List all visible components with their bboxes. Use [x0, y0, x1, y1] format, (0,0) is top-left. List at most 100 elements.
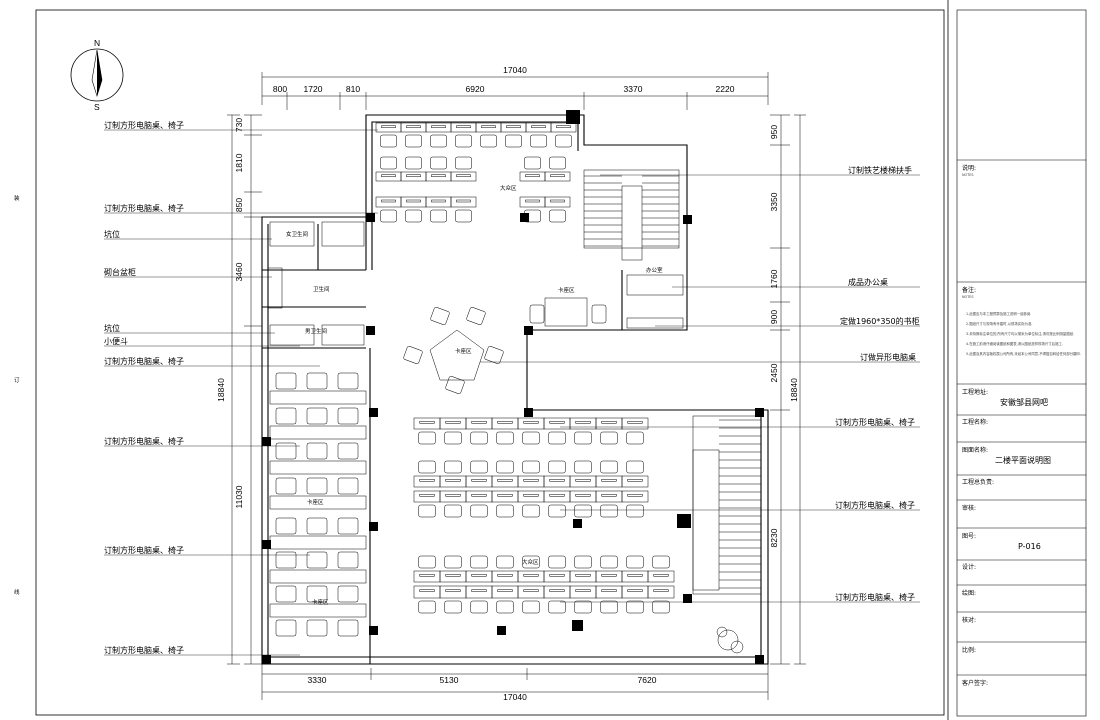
- monitor: [419, 494, 435, 497]
- monitor: [627, 589, 643, 592]
- right-leader-lines: [480, 174, 920, 603]
- monitor: [627, 421, 643, 424]
- chair: [405, 209, 422, 223]
- chair: [403, 345, 423, 365]
- room-mens-wc: 男卫生间: [305, 327, 327, 335]
- chair: [555, 134, 572, 148]
- monitor: [445, 589, 461, 592]
- chair: [444, 431, 462, 445]
- computer-desk: [269, 603, 367, 618]
- chair: [496, 504, 514, 518]
- computer-desk: [621, 490, 649, 503]
- chair: [430, 134, 447, 148]
- design-label: 设计:: [962, 563, 976, 571]
- chair: [470, 600, 488, 614]
- monitor: [549, 574, 565, 577]
- staircase: [583, 169, 680, 261]
- monitor: [627, 479, 643, 482]
- room-booth-center: 卡座区: [455, 347, 472, 355]
- title-block-text: 说明: NOTES 备注: NOTES 1.此图应与本工程预算及施工说明一起参阅…: [962, 164, 1081, 687]
- computer-desk: [595, 585, 623, 599]
- monitor: [549, 494, 565, 497]
- monitor: [471, 479, 487, 482]
- computer-desk: [647, 570, 675, 583]
- monitor: [419, 574, 435, 577]
- chair: [337, 517, 359, 535]
- remarks-title: 备注:: [962, 286, 976, 294]
- draw-label: 绘图:: [962, 589, 976, 597]
- dim-top-6: 2220: [716, 84, 735, 94]
- dim-top-3: 810: [346, 84, 360, 94]
- chair: [496, 460, 514, 474]
- monitor: [497, 589, 513, 592]
- room-booth-mid: 卡座区: [558, 286, 575, 294]
- monitor: [431, 174, 446, 177]
- chair: [418, 460, 436, 474]
- monitor: [550, 174, 565, 177]
- chair: [496, 555, 514, 569]
- remark-line-1: 1.此图应与本工程预算及施工说明一起参阅.: [966, 311, 1031, 316]
- chair: [600, 555, 618, 569]
- chair: [496, 600, 514, 614]
- remarks-sub: NOTES: [962, 295, 974, 299]
- chair: [418, 555, 436, 569]
- dim-left-1: 730: [234, 118, 244, 132]
- dim-right-6: 8230: [769, 528, 779, 547]
- project-name-label: 工程名称:: [962, 418, 988, 426]
- dim-top-4: 6920: [466, 84, 485, 94]
- left-label-9: 订制方形电脑桌、椅子: [104, 545, 184, 555]
- binding-mark-1: 装: [14, 194, 20, 202]
- chair: [652, 600, 670, 614]
- computer-desk: [450, 171, 477, 182]
- computer-desk: [269, 460, 367, 475]
- chair: [522, 431, 540, 445]
- chair: [600, 460, 618, 474]
- chair: [380, 156, 397, 170]
- monitor: [481, 125, 496, 128]
- computer-desk: [569, 585, 597, 599]
- dim-top-total: 17040: [503, 65, 527, 75]
- chair: [275, 551, 297, 569]
- staircase-2: [692, 415, 762, 595]
- chair: [600, 504, 618, 518]
- monitor: [575, 494, 591, 497]
- chair: [445, 375, 465, 395]
- review-label: 审核:: [962, 504, 976, 512]
- dim-right-4: 900: [769, 310, 779, 324]
- title-block: [956, 9, 1087, 717]
- monitor: [406, 174, 421, 177]
- notes-title: 说明:: [962, 164, 976, 172]
- monitor: [381, 174, 396, 177]
- chair: [574, 600, 592, 614]
- monitor: [419, 589, 435, 592]
- computer-desk: [544, 196, 571, 208]
- chair: [505, 134, 522, 148]
- chair: [522, 600, 540, 614]
- room-hall-top: 大众区: [500, 184, 517, 192]
- remark-line-4: 4.在施工前请仔细阅读图纸和图表,请以图纸放样现场尺寸后施工.: [966, 341, 1063, 346]
- dimension-lines: [227, 72, 806, 700]
- monitor: [549, 589, 565, 592]
- chair: [444, 504, 462, 518]
- computer-desk: [647, 585, 675, 599]
- monitor: [406, 199, 421, 203]
- computer-desk: [269, 425, 367, 440]
- drawing-number-label: 图号:: [962, 533, 976, 540]
- left-label-2: 订制方形电脑桌、椅子: [104, 203, 184, 213]
- chair: [306, 477, 328, 495]
- chair: [529, 304, 545, 324]
- chair: [337, 442, 359, 460]
- chair: [306, 372, 328, 390]
- drawing-number-value: P-016: [1018, 542, 1041, 551]
- chair: [444, 555, 462, 569]
- chair: [444, 460, 462, 474]
- room-booth-left-2: 卡座区: [312, 598, 329, 606]
- chair: [524, 209, 541, 223]
- left-label-10: 订制方形电脑桌、椅子: [104, 645, 184, 655]
- monitor: [381, 199, 396, 203]
- chair: [306, 551, 328, 569]
- chair: [548, 600, 566, 614]
- chair: [470, 555, 488, 569]
- chair: [444, 600, 462, 614]
- chair: [337, 551, 359, 569]
